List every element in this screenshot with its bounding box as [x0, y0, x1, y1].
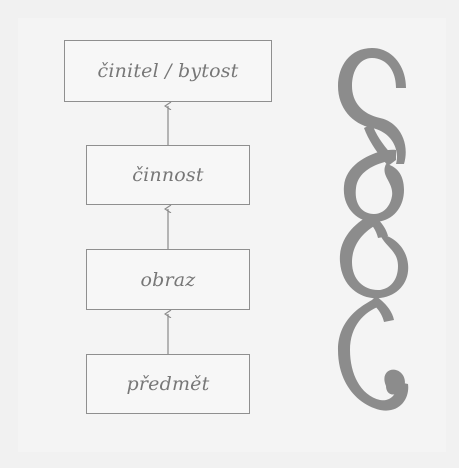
node-obraz: obraz	[86, 249, 250, 310]
node-label: činnost	[132, 164, 204, 186]
node-label: předmět	[126, 373, 210, 395]
node-label: činitel / bytost	[97, 60, 239, 82]
node-cinnost: činnost	[86, 145, 250, 205]
node-label: obraz	[140, 268, 196, 291]
node-predmet: předmět	[86, 354, 250, 414]
node-cinitel-bytost: činitel / bytost	[64, 40, 272, 102]
